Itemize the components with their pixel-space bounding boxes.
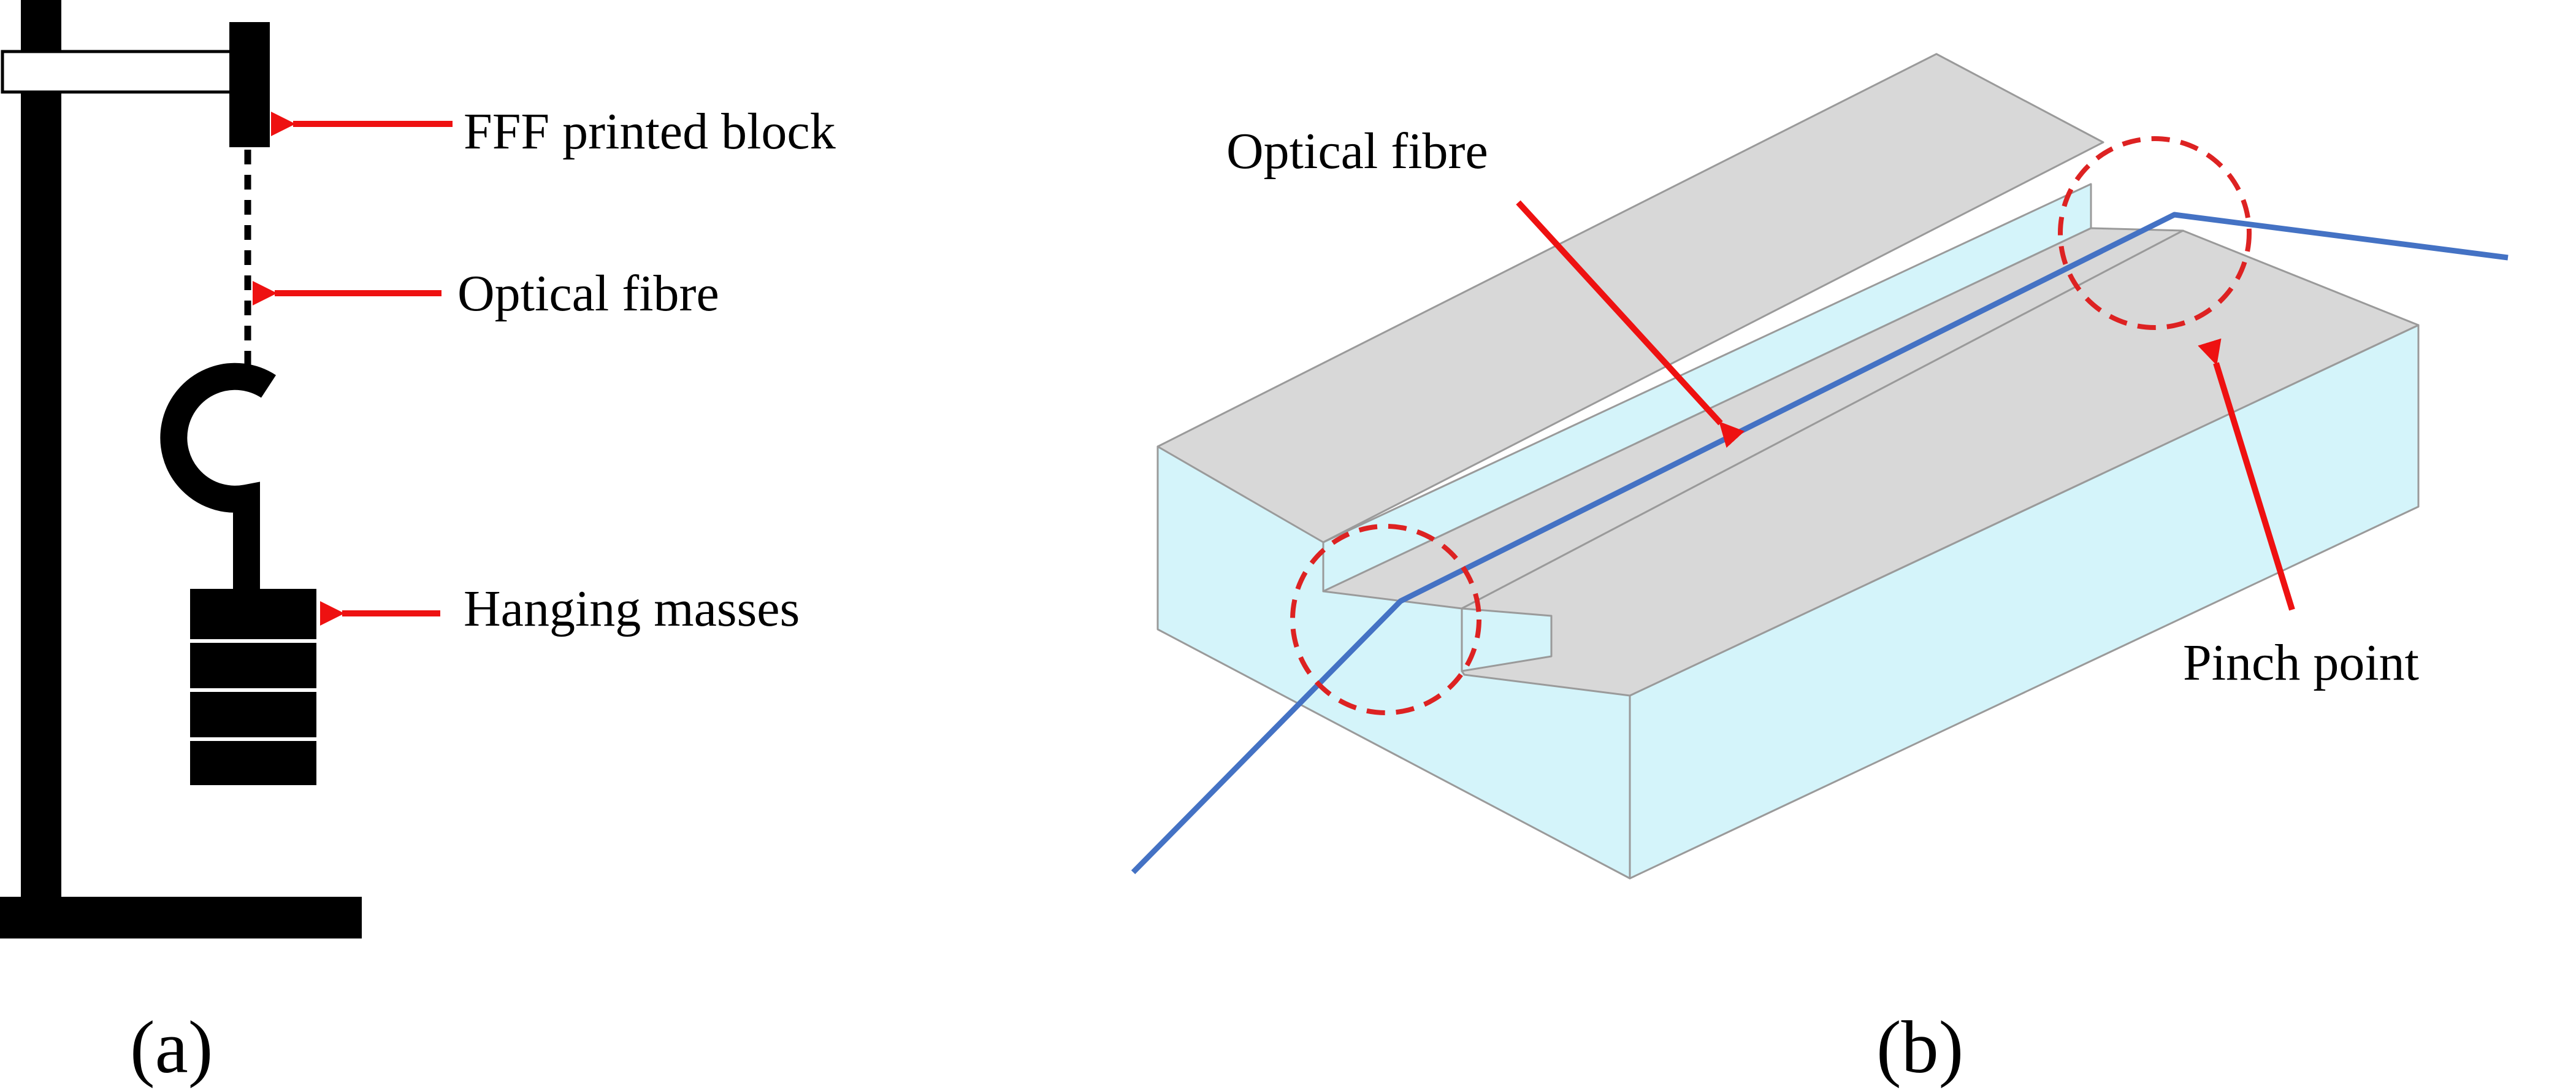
mass-4 xyxy=(190,741,316,785)
mass-3 xyxy=(190,692,316,737)
label-printed-block: FFF printed block xyxy=(464,103,836,160)
arrows-b xyxy=(1516,200,2295,611)
label-optical-fibre-b: Optical fibre xyxy=(1226,123,1488,180)
panel-a: FFF printed block Optical fibre Hanging … xyxy=(0,0,836,1089)
stand-base xyxy=(0,897,362,938)
label-optical-fibre-a: Optical fibre xyxy=(457,265,719,322)
stand-rod xyxy=(21,0,61,908)
label-pinch-point: Pinch point xyxy=(2183,634,2419,691)
printed-block xyxy=(229,22,270,147)
arrow-pinch xyxy=(2198,338,2295,611)
label-hanging-masses: Hanging masses xyxy=(464,580,800,637)
clamp-arm xyxy=(1,50,267,94)
grooved-block xyxy=(1156,53,2420,880)
block-top-back xyxy=(1156,53,2104,543)
mass-2 xyxy=(190,643,316,688)
caption-b: (b) xyxy=(1876,1006,1963,1089)
hanging-masses xyxy=(190,589,316,785)
retort-stand xyxy=(0,0,362,938)
arrows-a xyxy=(253,112,453,626)
hook xyxy=(160,363,276,601)
pinch-circle-front xyxy=(1290,524,1481,715)
caption-a: (a) xyxy=(130,1006,213,1089)
panel-b: Optical fibre Pinch point (b) xyxy=(1131,53,2509,1089)
groove-step xyxy=(1461,607,1553,672)
arrow-fibre-b xyxy=(1516,200,1745,448)
clamp-bar xyxy=(1,50,236,94)
mass-1 xyxy=(190,589,316,639)
pinch-circles xyxy=(1290,136,2252,715)
pinch-circle-back xyxy=(2058,136,2252,330)
fibre-line xyxy=(1131,212,2509,875)
